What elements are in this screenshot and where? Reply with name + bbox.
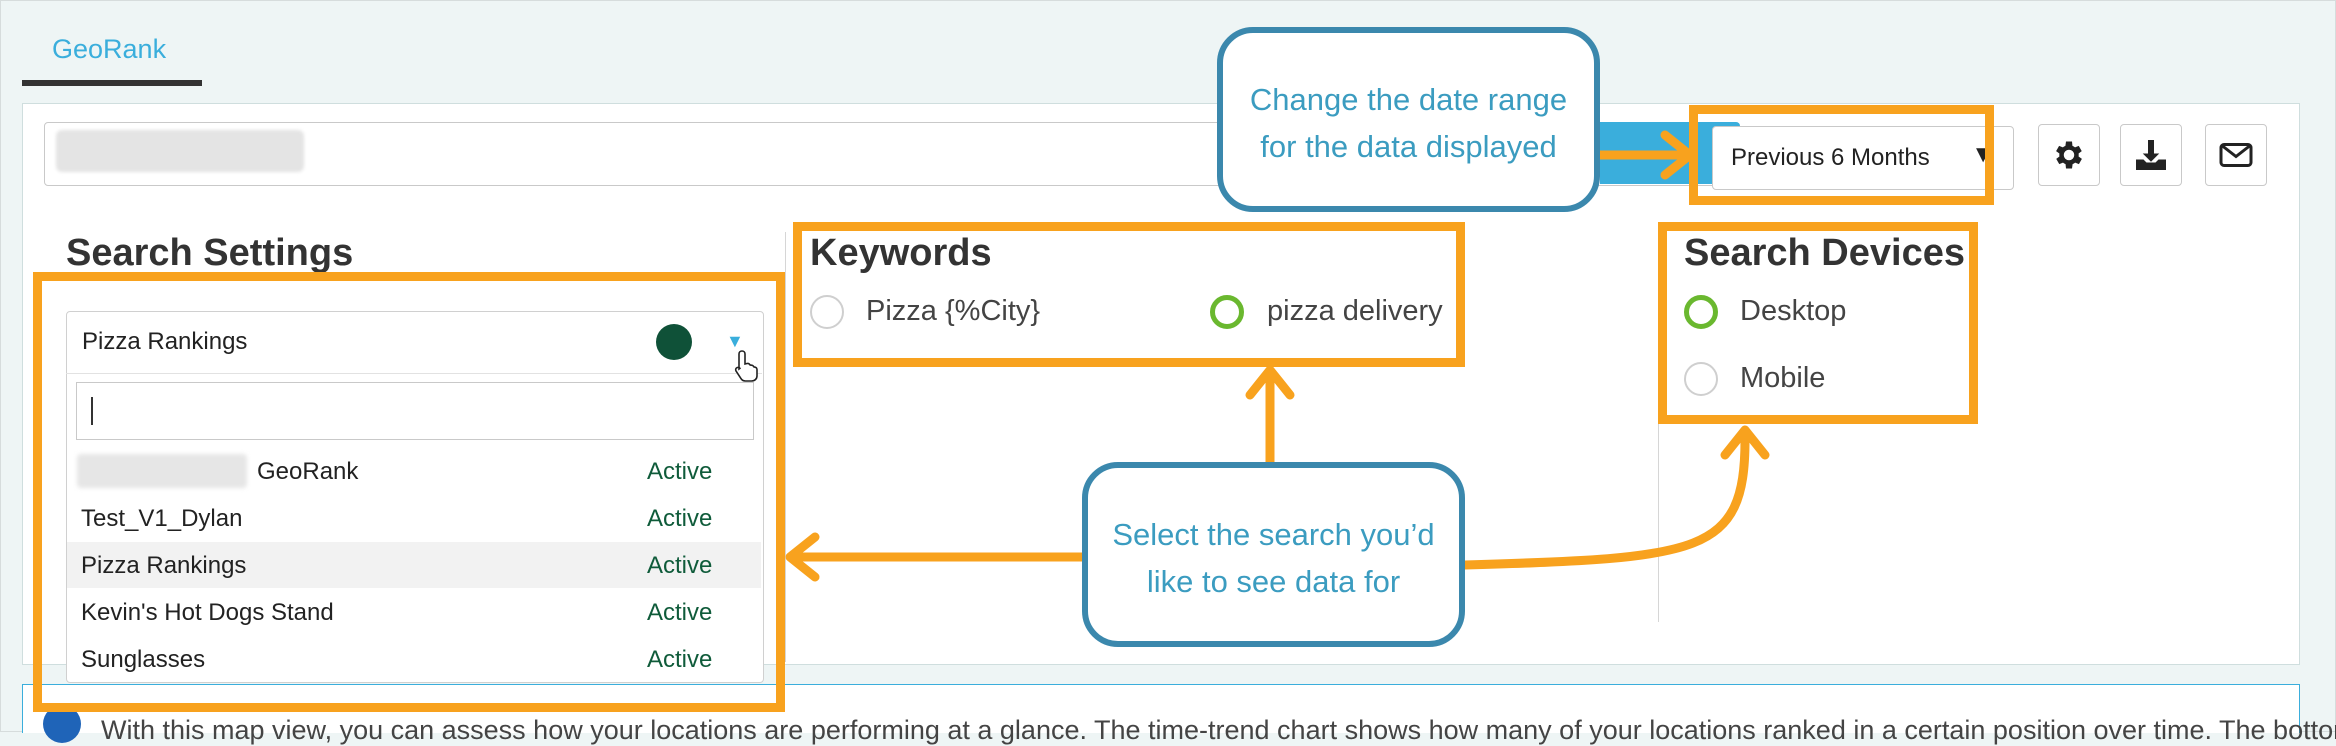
redacted-location-chip — [56, 130, 304, 172]
tab-label: GeoRank — [52, 34, 167, 64]
hand-cursor-icon — [734, 350, 758, 382]
callout-line: like to see data for — [1146, 564, 1401, 599]
search-select[interactable]: Pizza Rankings ▼ — [66, 311, 762, 382]
redacted-text — [77, 454, 247, 488]
device-radio-desktop[interactable] — [1684, 295, 1718, 329]
download-icon — [2136, 140, 2166, 170]
list-item-name: Kevin's Hot Dogs Stand — [81, 599, 334, 626]
list-item[interactable]: GeoRank Active — [67, 448, 761, 494]
list-item-name: GeoRank — [257, 458, 359, 485]
status-badge: Active — [647, 646, 713, 673]
email-button[interactable] — [2205, 124, 2267, 186]
callout-line: for the data displayed — [1260, 129, 1557, 164]
caret-down-icon[interactable]: ▼ — [726, 331, 744, 351]
status-badge: Active — [647, 505, 713, 532]
gear-icon — [2056, 141, 2082, 169]
device-radio-mobile[interactable] — [1684, 362, 1718, 396]
arrowhead — [785, 532, 820, 582]
highlight-devices — [1658, 222, 1978, 424]
callout-line: Select the search you’d — [1112, 517, 1435, 552]
arrowhead — [1720, 425, 1770, 460]
list-item[interactable]: Test_V1_Dylan Active — [67, 495, 761, 541]
device-label: Desktop — [1740, 295, 1847, 327]
arrow-to-devices — [1460, 435, 1750, 570]
date-range-select[interactable]: Previous 6 Months ▼ — [1712, 126, 2014, 190]
highlight-search-settings — [33, 272, 785, 712]
keyword-radio-pizza-delivery[interactable] — [1210, 295, 1244, 329]
device-label: Mobile — [1740, 362, 1826, 394]
download-button[interactable] — [2120, 124, 2182, 186]
list-item[interactable]: Sunglasses Active — [67, 636, 761, 682]
column-divider — [1658, 232, 1659, 622]
status-badge: Active — [647, 458, 713, 485]
callout-date-range: Change the date range for the data displ… — [1217, 27, 1600, 212]
highlight-keywords — [793, 222, 1465, 367]
tab-active-underline — [22, 80, 202, 86]
arrowhead — [1245, 365, 1295, 400]
status-badge: Active — [647, 599, 713, 626]
settings-button[interactable] — [2038, 124, 2100, 186]
tab-georank[interactable]: GeoRank — [22, 28, 202, 88]
keyword-radio-pizza-city[interactable] — [810, 295, 844, 329]
list-item-name: Test_V1_Dylan — [81, 505, 243, 532]
callout-select-search: Select the search you’d like to see data… — [1082, 462, 1465, 647]
search-devices-title: Search Devices — [1684, 232, 1965, 274]
keyword-label: pizza delivery — [1267, 295, 1443, 327]
list-item[interactable]: Kevin's Hot Dogs Stand Active — [67, 589, 761, 635]
keyword-label: Pizza {%City} — [866, 295, 1041, 327]
list-item-name: Sunglasses — [81, 646, 206, 673]
date-range-value: Previous 6 Months — [1731, 144, 1930, 171]
column-divider — [785, 232, 786, 662]
search-filter-input[interactable] — [76, 382, 754, 440]
list-item[interactable]: Pizza Rankings Active — [67, 542, 761, 588]
text-caret — [91, 397, 93, 425]
search-settings-title: Search Settings — [66, 232, 354, 274]
list-item-name: Pizza Rankings — [81, 552, 247, 579]
status-badge: Active — [647, 552, 713, 579]
envelope-icon — [2219, 143, 2253, 167]
arrowhead — [1660, 130, 1695, 180]
keywords-title: Keywords — [810, 232, 992, 274]
callout-line: Change the date range — [1249, 82, 1568, 117]
selected-search: Pizza Rankings — [82, 328, 248, 355]
status-dot — [656, 324, 692, 360]
